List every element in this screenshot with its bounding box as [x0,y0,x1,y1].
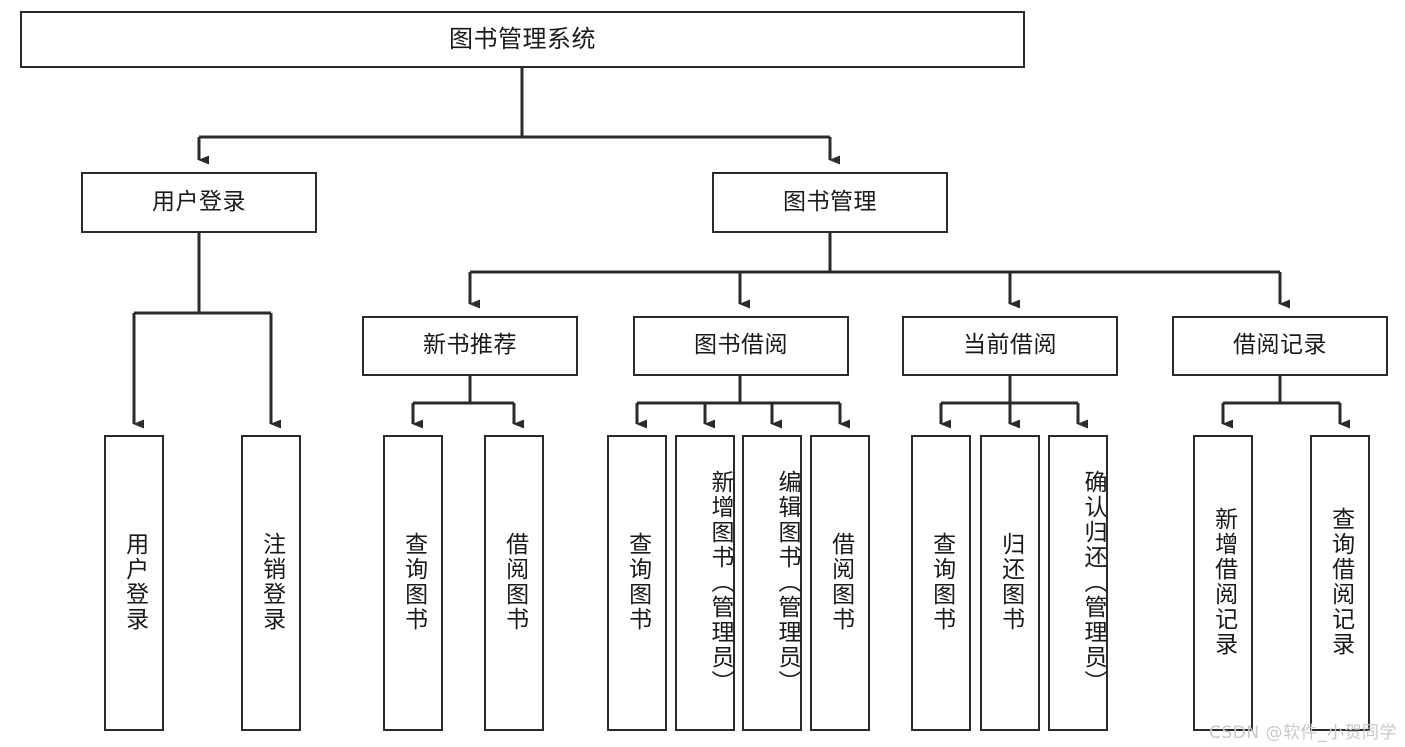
node-label: 用户登录 [152,188,246,215]
node-label: 查询图书 [400,532,427,632]
node-label: 注销登录 [258,532,285,632]
leaf-newbook-query-book[interactable]: 查询图书 [383,435,443,731]
node-label: 借阅图书 [501,532,528,632]
leaf-record-query-record[interactable]: 查询借阅记录 [1310,435,1370,731]
node-new-book-recommend[interactable]: 新书推荐 [362,316,578,376]
node-borrow-record[interactable]: 借阅记录 [1172,316,1388,376]
node-book-management[interactable]: 图书管理 [712,172,948,233]
leaf-current-confirm-return-admin[interactable]: 确认归还（管理员） [1048,435,1108,731]
node-label: 查询借阅记录 [1327,507,1354,657]
leaf-user-login-action[interactable]: 用户登录 [104,435,164,731]
node-label: 新增借阅记录 [1210,507,1237,657]
leaf-record-add-record[interactable]: 新增借阅记录 [1193,435,1253,731]
node-label: 借阅图书 [827,532,854,632]
watermark-text: CSDN @软件_小贺同学 [1209,723,1397,743]
leaf-borrow-add-book-admin[interactable]: 新增图书（管理员） [675,435,735,731]
leaf-current-query-book[interactable]: 查询图书 [911,435,971,731]
node-label: 图书管理系统 [449,25,596,54]
leaf-user-logout-action[interactable]: 注销登录 [241,435,301,731]
node-current-borrow[interactable]: 当前借阅 [902,316,1118,376]
node-label: 编辑图书（管理员） [774,469,800,695]
leaf-borrow-borrow-book[interactable]: 借阅图书 [810,435,870,731]
leaf-newbook-borrow-book[interactable]: 借阅图书 [484,435,544,731]
leaf-borrow-edit-book-admin[interactable]: 编辑图书（管理员） [742,435,802,731]
node-label: 确认归还（管理员） [1080,469,1106,695]
node-label: 借阅记录 [1233,332,1327,359]
node-book-borrow[interactable]: 图书借阅 [633,316,849,376]
node-label: 查询图书 [928,532,955,632]
node-root-system[interactable]: 图书管理系统 [20,11,1025,68]
node-label: 图书借阅 [694,332,788,359]
node-label: 查询图书 [624,532,651,632]
node-label: 新增图书（管理员） [707,469,733,695]
node-user-login[interactable]: 用户登录 [81,172,317,233]
node-label: 用户登录 [121,532,148,632]
leaf-current-return-book[interactable]: 归还图书 [980,435,1040,731]
node-label: 图书管理 [783,188,877,215]
leaf-borrow-query-book[interactable]: 查询图书 [607,435,667,731]
node-label: 归还图书 [997,532,1024,632]
node-label: 当前借阅 [963,332,1057,359]
node-label: 新书推荐 [423,332,517,359]
